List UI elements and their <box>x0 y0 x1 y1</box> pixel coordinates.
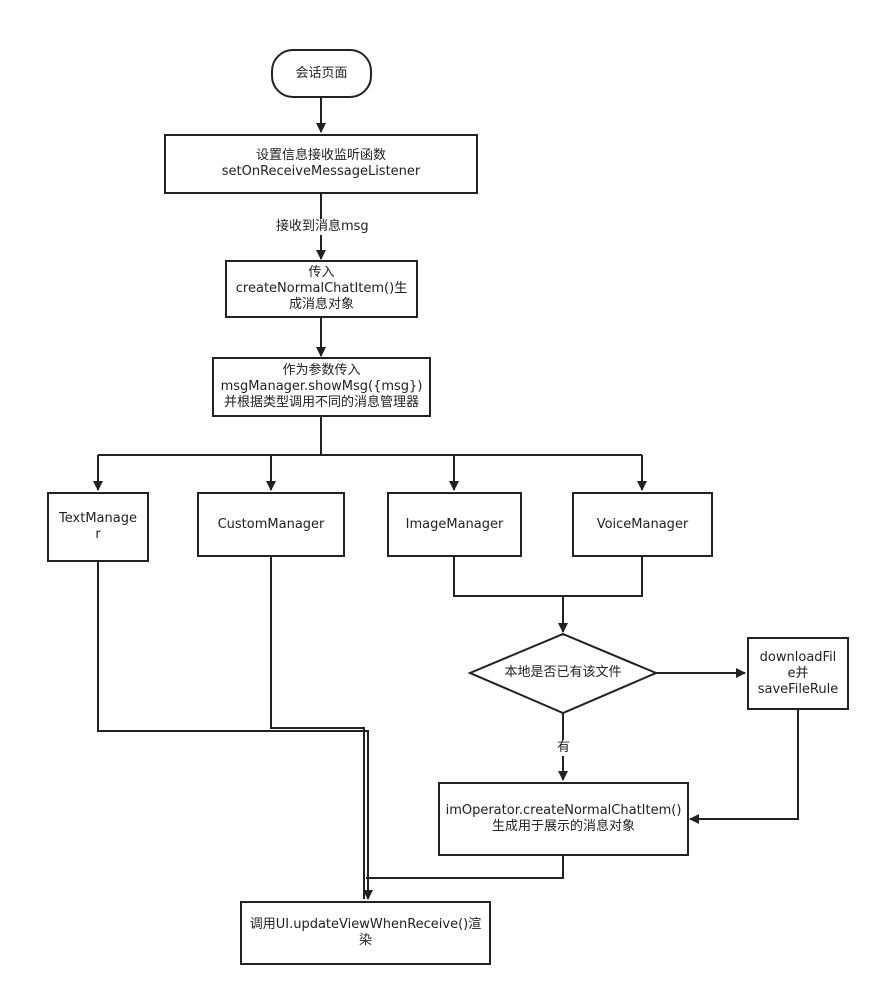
edge-imoperator-to-update <box>366 856 564 879</box>
voice-manager-label: VoiceManager <box>596 516 689 532</box>
update-view-label: 调用UI.updateViewWhenReceive()渲 染 <box>249 917 482 948</box>
image-manager-box: ImageManager <box>387 492 522 557</box>
create-item-label: 传入 createNormalChatItem()生 成消息对象 <box>235 265 408 312</box>
show-msg-label: 作为参数传入 msgManager.showMsg({msg}) 并根据类型调用… <box>220 363 423 410</box>
decision-label: 本地是否已有该文件 <box>504 665 622 680</box>
edge-custom-to-update <box>270 557 365 899</box>
start-terminal: 会话页面 <box>271 49 372 98</box>
voice-manager-box: VoiceManager <box>572 492 713 557</box>
show-msg-box: 作为参数传入 msgManager.showMsg({msg}) 并根据类型调用… <box>212 357 431 417</box>
start-label: 会话页面 <box>295 65 348 81</box>
edge-download-to-imoperator <box>689 710 799 824</box>
edge-label-received: 接收到消息msg <box>274 219 371 235</box>
update-view-box: 调用UI.updateViewWhenReceive()渲 染 <box>240 901 491 965</box>
download-label: downloadFil e并 saveFileRule <box>757 649 839 697</box>
im-operator-label: imOperator.createNormalChatItem() 生成用于展示… <box>445 803 682 834</box>
image-manager-label: ImageManager <box>405 516 504 532</box>
edge-text-to-update <box>97 562 373 900</box>
decision-diamond <box>467 632 659 715</box>
set-listener-box: 设置信息接收监听函数 setOnReceiveMessageListener <box>164 134 478 194</box>
im-operator-box: imOperator.createNormalChatItem() 生成用于展示… <box>438 782 689 856</box>
edge-image-voice-merge <box>453 557 643 597</box>
text-manager-box: TextManage r <box>47 492 149 562</box>
create-item-box: 传入 createNormalChatItem()生 成消息对象 <box>225 260 418 318</box>
custom-manager-box: CustomManager <box>197 492 345 557</box>
edge-label-has: 有 <box>555 740 573 756</box>
set-listener-label: 设置信息接收监听函数 setOnReceiveMessageListener <box>221 148 421 179</box>
download-box: downloadFil e并 saveFileRule <box>747 637 849 710</box>
decision-label-wrap: 本地是否已有该文件 <box>490 660 636 686</box>
text-manager-label: TextManage r <box>59 511 137 542</box>
custom-manager-label: CustomManager <box>217 516 325 532</box>
